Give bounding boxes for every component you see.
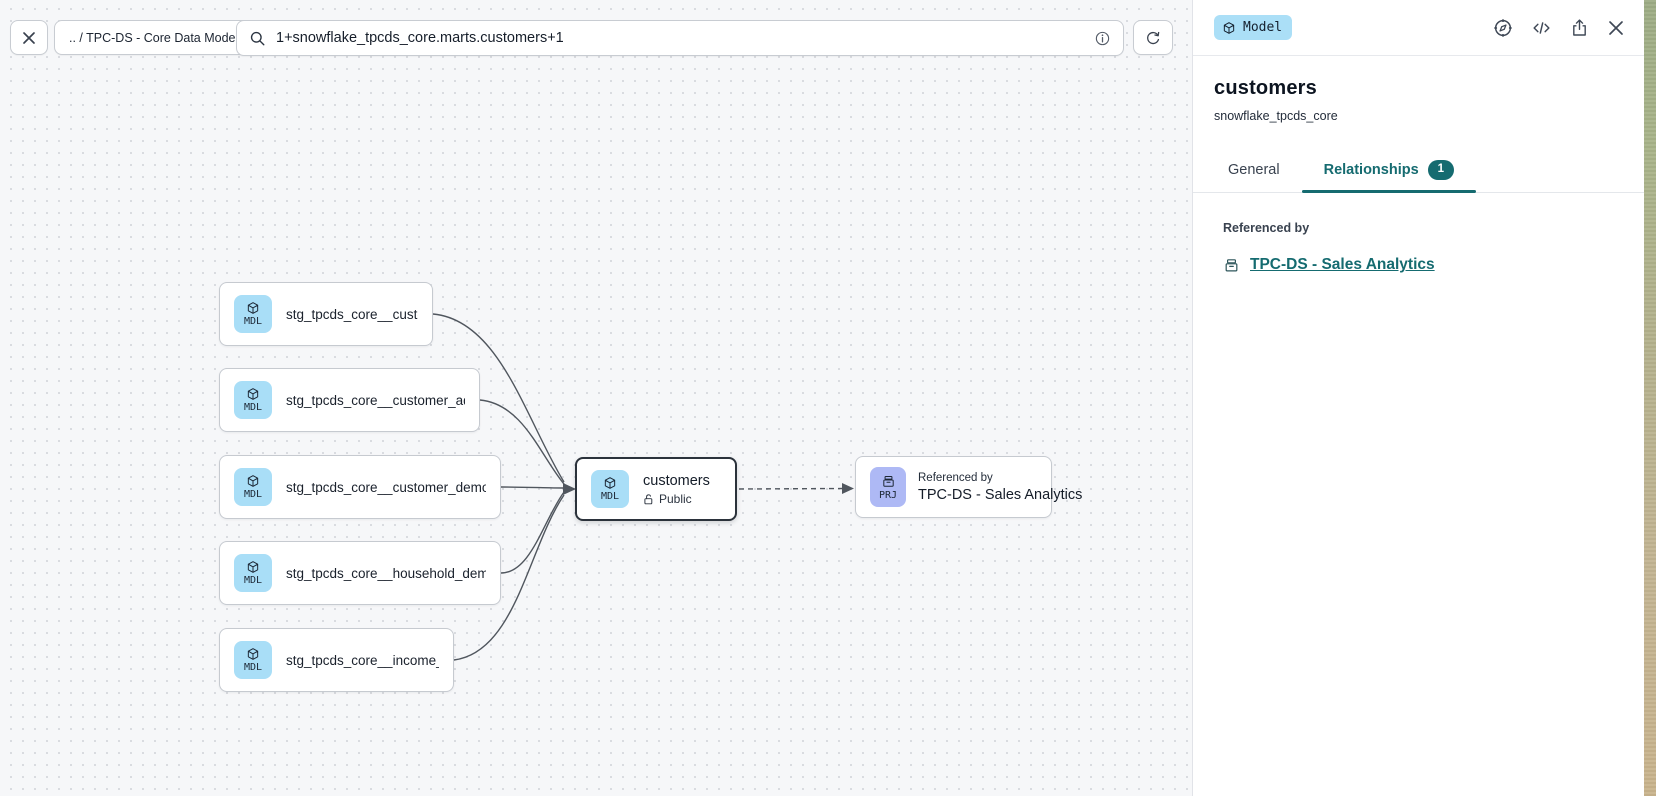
tab-general[interactable]: General [1206, 148, 1302, 192]
node-label: stg_tpcds_core__household_demogr… [286, 565, 486, 581]
model-node-customers-selected[interactable]: MDL customers Public [575, 457, 737, 521]
badge-code-label: MDL [243, 316, 263, 327]
lock-open-icon [644, 493, 653, 504]
model-type-badge: MDL [234, 381, 272, 419]
code-icon [1533, 21, 1550, 34]
resource-type-label: Model [1243, 20, 1283, 35]
model-node-stg-customer[interactable]: MDL stg_tpcds_core__customer [219, 282, 433, 346]
panel-subtitle: snowflake_tpcds_core [1214, 109, 1338, 123]
project-node-sales-analytics[interactable]: PRJ Referenced by TPC-DS - Sales Analyti… [855, 456, 1082, 518]
node-label: stg_tpcds_core__customer_demogra… [286, 479, 486, 495]
close-panel-button[interactable] [1606, 18, 1626, 38]
model-node-stg-customer-demographics[interactable]: MDL stg_tpcds_core__customer_demogra… [219, 455, 501, 519]
node-title: customers [643, 472, 710, 489]
badge-code-label: MDL [243, 402, 263, 413]
badge-code-label: MDL [243, 662, 263, 673]
lineage-search[interactable] [236, 20, 1124, 56]
desktop-wallpaper-edge [1644, 0, 1656, 796]
close-icon [23, 31, 35, 44]
node-title: TPC-DS - Sales Analytics [918, 486, 1083, 503]
refresh-icon [1147, 31, 1160, 44]
lineage-canvas[interactable]: .. / TPC-DS - Core Data Models MDL stg_t… [0, 0, 1192, 796]
cube-icon [247, 475, 259, 487]
node-label: stg_tpcds_core__customer [286, 306, 418, 322]
share-button[interactable] [1569, 17, 1590, 39]
lineage-edges [432, 313, 854, 661]
info-icon[interactable] [1094, 30, 1111, 47]
refresh-lineage-button[interactable] [1133, 20, 1173, 55]
model-node-stg-customer-address[interactable]: MDL stg_tpcds_core__customer_address [219, 368, 480, 432]
project-icon [1225, 258, 1238, 271]
badge-code-label: MDL [243, 489, 263, 500]
panel-header: Model [1193, 0, 1645, 56]
close-lineage-button[interactable] [10, 20, 48, 55]
view-code-button[interactable] [1530, 17, 1553, 39]
details-panel: Model [1192, 0, 1645, 796]
tab-relationships[interactable]: Relationships 1 [1301, 148, 1477, 193]
badge-code-label: PRJ [878, 489, 898, 501]
compass-icon [1494, 18, 1512, 37]
cube-icon [247, 648, 259, 660]
model-type-badge: MDL [234, 554, 272, 592]
badge-code-label: MDL [243, 575, 263, 586]
referenced-by-item: TPC-DS - Sales Analytics [1223, 256, 1615, 274]
share-icon [1573, 18, 1586, 36]
search-input[interactable] [276, 30, 1094, 46]
project-type-badge: PRJ [870, 467, 906, 507]
model-type-badge: MDL [234, 468, 272, 506]
model-node-stg-income-band[interactable]: MDL stg_tpcds_core__income_band [219, 628, 454, 692]
breadcrumb-label: .. / TPC-DS - Core Data Models [69, 30, 245, 45]
tab-relationships-label: Relationships [1323, 162, 1419, 178]
panel-title: customers [1214, 77, 1317, 99]
model-type-badge: MDL [234, 641, 272, 679]
cube-icon [247, 388, 259, 400]
close-icon [1609, 20, 1623, 35]
node-label: stg_tpcds_core__income_band [286, 652, 439, 668]
tab-general-label: General [1228, 162, 1280, 178]
visibility-label: Public [659, 491, 692, 506]
cube-icon [1223, 21, 1235, 34]
badge-code-label: MDL [600, 491, 620, 502]
resource-type-chip: Model [1214, 15, 1293, 40]
referenced-by-link[interactable]: TPC-DS - Sales Analytics [1250, 256, 1435, 273]
cube-icon [604, 477, 616, 489]
model-node-stg-household-demographics[interactable]: MDL stg_tpcds_core__household_demogr… [219, 541, 501, 605]
project-icon [882, 475, 894, 487]
model-type-badge: MDL [591, 470, 629, 508]
explore-lineage-button[interactable] [1492, 17, 1514, 39]
referenced-by-heading: Referenced by [1223, 221, 1310, 235]
relationships-count-badge: 1 [1427, 160, 1455, 180]
node-caption: Referenced by [918, 471, 993, 484]
model-type-badge: MDL [234, 295, 272, 333]
node-label: stg_tpcds_core__customer_address [286, 392, 465, 408]
breadcrumb[interactable]: .. / TPC-DS - Core Data Models [54, 20, 260, 55]
cube-icon [247, 561, 259, 573]
cube-icon [247, 302, 259, 314]
panel-tabs: General Relationships 1 [1193, 148, 1645, 193]
search-icon [250, 31, 265, 45]
